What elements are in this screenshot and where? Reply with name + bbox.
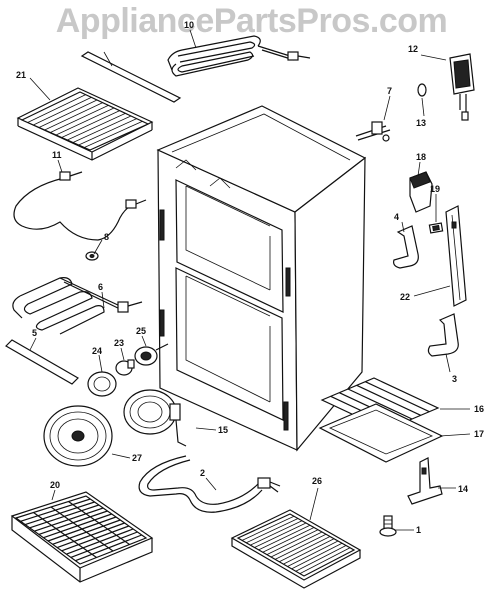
callout-labels: 21 10 12 13 7 18 19 4 22 3 11 8 6 5 24 2… (16, 20, 484, 535)
part-11-broil-element (13, 171, 147, 241)
callout-20: 20 (50, 480, 60, 490)
part-26-oven-rack (230, 509, 362, 589)
callout-23: 23 (114, 338, 124, 348)
part-22-side-trim (445, 205, 467, 307)
callout-17: 17 (474, 429, 484, 439)
callout-6: 6 (98, 282, 103, 292)
part-7-oven-sensor (355, 121, 391, 142)
part-25-light-socket (134, 343, 169, 366)
oven-cavity-frame (156, 105, 367, 452)
callout-14: 14 (458, 484, 468, 494)
callout-4: 4 (394, 212, 399, 222)
callout-21: 21 (16, 70, 26, 80)
part-21-broil-rack (16, 87, 154, 161)
part-15-convection-fan-motor (123, 389, 187, 447)
callout-11: 11 (52, 150, 62, 160)
part-20-oven-rack (10, 491, 154, 583)
leader-lines (29, 29, 471, 531)
callout-15: 15 (218, 425, 228, 435)
part-3-hinge-bracket (427, 313, 459, 357)
part-10-bake-element (167, 35, 311, 77)
callout-12: 12 (408, 44, 418, 54)
part-12-control-module (449, 53, 475, 121)
callout-16: 16 (474, 404, 484, 414)
callout-18: 18 (416, 152, 426, 162)
watermark-logo: AppliancePartsPros.com (55, 2, 448, 40)
part-13-grommet (417, 83, 427, 97)
part-24-light-lens (87, 371, 117, 397)
part-23-light-bulb (115, 359, 135, 376)
part-18-bracket (409, 171, 433, 213)
part-10-bracket-bar (80, 51, 182, 103)
callout-10: 10 (184, 20, 194, 30)
callout-26: 26 (312, 476, 322, 486)
callout-24: 24 (92, 346, 102, 356)
callout-2: 2 (200, 468, 205, 478)
part-8-nut (85, 251, 99, 261)
callout-5: 5 (32, 328, 37, 338)
part-6-bake-element (12, 277, 143, 335)
callout-7: 7 (387, 86, 392, 96)
callout-19: 19 (430, 184, 440, 194)
callout-27: 27 (132, 453, 142, 463)
callout-1: 1 (416, 525, 421, 535)
part-2-convection-element (138, 455, 281, 513)
callout-22: 22 (400, 292, 410, 302)
part-19-clip (428, 222, 444, 234)
callout-3: 3 (452, 374, 457, 384)
part-14-anti-tip-bracket (407, 457, 443, 505)
part-5-strip (5, 339, 79, 385)
callout-13: 13 (416, 118, 426, 128)
part-27-convection-fan-blade (43, 405, 113, 467)
part-1-leveling-leg (379, 515, 397, 537)
callout-8: 8 (104, 232, 109, 242)
part-4-hinge-bracket (393, 225, 419, 269)
callout-25: 25 (136, 326, 146, 336)
